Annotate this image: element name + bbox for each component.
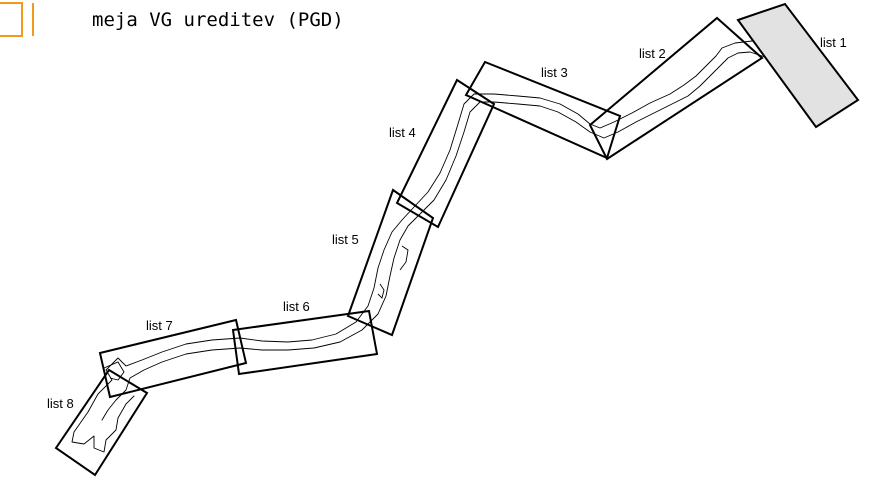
legend-line-icon bbox=[0, 2, 34, 37]
sheet-label-list-1[interactable]: list 1 bbox=[820, 35, 847, 50]
sheet-frame-list-4[interactable] bbox=[395, 78, 496, 229]
river-detail-left-arm bbox=[103, 361, 125, 381]
sheet-frame-list-3[interactable] bbox=[464, 60, 622, 160]
legend-title: meja VG ureditev (PGD) bbox=[92, 9, 344, 31]
river-channel bbox=[71, 40, 849, 453]
sheet-frame-list-7[interactable] bbox=[98, 318, 248, 399]
river-bank-upper bbox=[71, 40, 849, 453]
sheet-label-list-5[interactable]: list 5 bbox=[332, 232, 359, 247]
river-detail-tributary bbox=[399, 245, 409, 271]
sheet-frame-list-1[interactable] bbox=[736, 2, 860, 129]
sheet-label-list-6[interactable]: list 6 bbox=[283, 299, 310, 314]
sheet-frame-list-2[interactable] bbox=[588, 16, 764, 161]
sheet-frame-list-6[interactable] bbox=[231, 309, 379, 376]
sheet-labels: list 1 list 2 list 3 list 4 list 5 list … bbox=[47, 35, 847, 411]
river-bank-lower bbox=[101, 51, 847, 421]
sheet-label-list-2[interactable]: list 2 bbox=[639, 46, 666, 61]
sheet-label-list-8[interactable]: list 8 bbox=[47, 396, 74, 411]
river-detail-structure bbox=[377, 283, 385, 299]
sheet-label-list-7[interactable]: list 7 bbox=[146, 318, 173, 333]
legend: meja VG ureditev (PGD) bbox=[0, 2, 344, 37]
sheet-frame-list-8[interactable] bbox=[54, 368, 149, 477]
sheet-label-list-4[interactable]: list 4 bbox=[389, 125, 416, 140]
sheet-label-list-3[interactable]: list 3 bbox=[541, 65, 568, 80]
sheet-frames bbox=[54, 2, 860, 477]
sheet-frame-list-5[interactable] bbox=[346, 188, 435, 337]
